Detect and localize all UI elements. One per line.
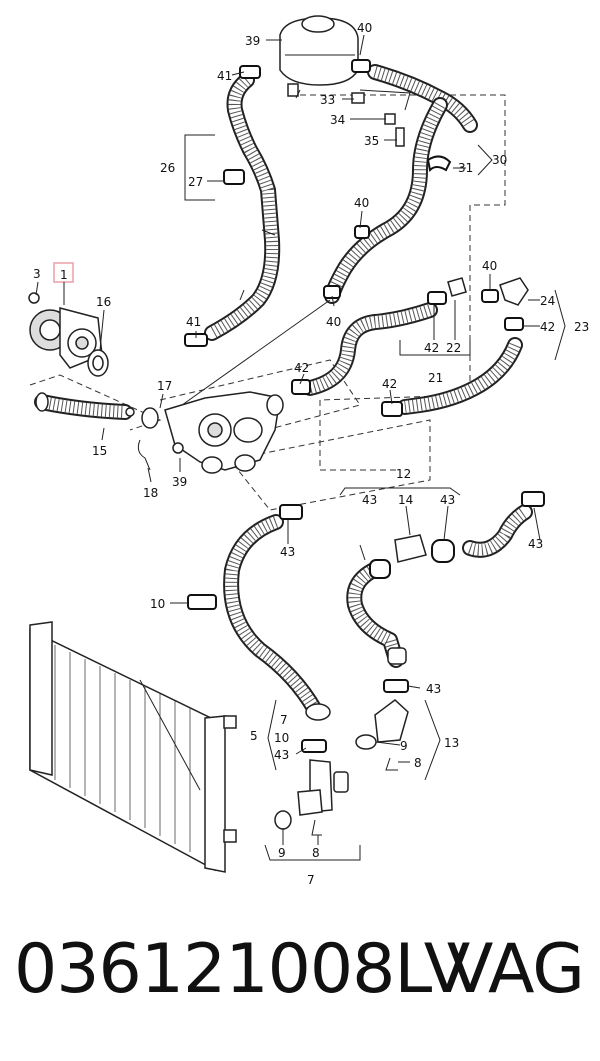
callout-7-upper: 7 [280,713,288,727]
callout-27: 27 [188,175,203,189]
callout-43-lower-right: 43 [426,682,441,696]
callout-1: 1 [60,268,68,282]
hose-connectors [297,277,529,816]
hose-clamps [184,59,545,753]
callout-43-far-right: 43 [528,537,543,551]
callout-24: 24 [540,294,555,308]
coolant-expansion-tank [279,15,359,97]
radiator [29,621,237,873]
callout-26: 26 [160,161,175,175]
callout-43-group: 43 [274,748,289,762]
callout-33: 33 [320,93,335,107]
callout-43-right-group: 43 [440,493,455,507]
callout-18: 18 [143,486,158,500]
callout-10-group: 10 [274,731,289,745]
callout-16: 16 [96,295,111,309]
footer: 036121008LV VAG [0,930,600,1040]
callout-31: 31 [458,161,473,175]
callout-43-left-group: 43 [362,493,377,507]
callout-42-right-lower: 42 [382,377,397,391]
callout-15: 15 [92,444,107,458]
water-pump [28,262,109,377]
callout-21: 21 [428,371,443,385]
callout-43-hose: 43 [280,545,295,559]
callout-13: 13 [444,736,459,750]
cooling-system-exploded-diagram: 1 3 16 15 17 18 39 39 40 41 33 34 35 26 … [28,15,589,887]
coolant-pipe [35,392,135,417]
callout-39-tank: 39 [245,34,260,48]
callout-9-right: 9 [400,739,408,753]
callout-40-top: 40 [357,21,372,35]
callout-12: 12 [396,467,411,481]
callout-5: 5 [250,729,258,743]
callout-39-flange: 39 [172,475,187,489]
small-lines [174,89,411,411]
callout-34: 34 [330,113,345,127]
callout-40-right: 40 [482,259,497,273]
callout-10-clip: 10 [150,597,165,611]
coolant-flange [137,391,284,474]
radiator-fins [54,645,191,852]
callout-41-top: 41 [217,69,232,83]
mounting-bolts [351,92,405,147]
part-number: 036121008LV [14,930,470,1009]
callout-35: 35 [364,134,379,148]
leader-lines [35,34,566,861]
callout-42-pair: 42 [424,341,439,355]
callout-17: 17 [157,379,172,393]
callout-22: 22 [446,341,461,355]
coolant-hoses [34,64,533,718]
callout-9-lower: 9 [278,846,286,860]
callout-14: 14 [398,493,413,507]
callout-23: 23 [574,320,589,334]
callout-8-lower: 8 [312,846,320,860]
callout-3: 3 [33,267,41,281]
callout-41-mid: 41 [186,315,201,329]
callout-8-right: 8 [414,756,422,770]
callout-30: 30 [492,153,507,167]
callout-42-right: 42 [540,320,555,334]
callout-labels: 1 3 16 15 17 18 39 39 40 41 33 34 35 26 … [33,21,589,887]
seals [92,355,398,836]
callout-40-mid: 40 [354,196,369,210]
callout-7-lower: 7 [307,873,315,887]
brand-name: VAG [446,930,585,1009]
callout-40-lower: 40 [326,315,341,329]
callout-42-center: 42 [294,361,309,375]
